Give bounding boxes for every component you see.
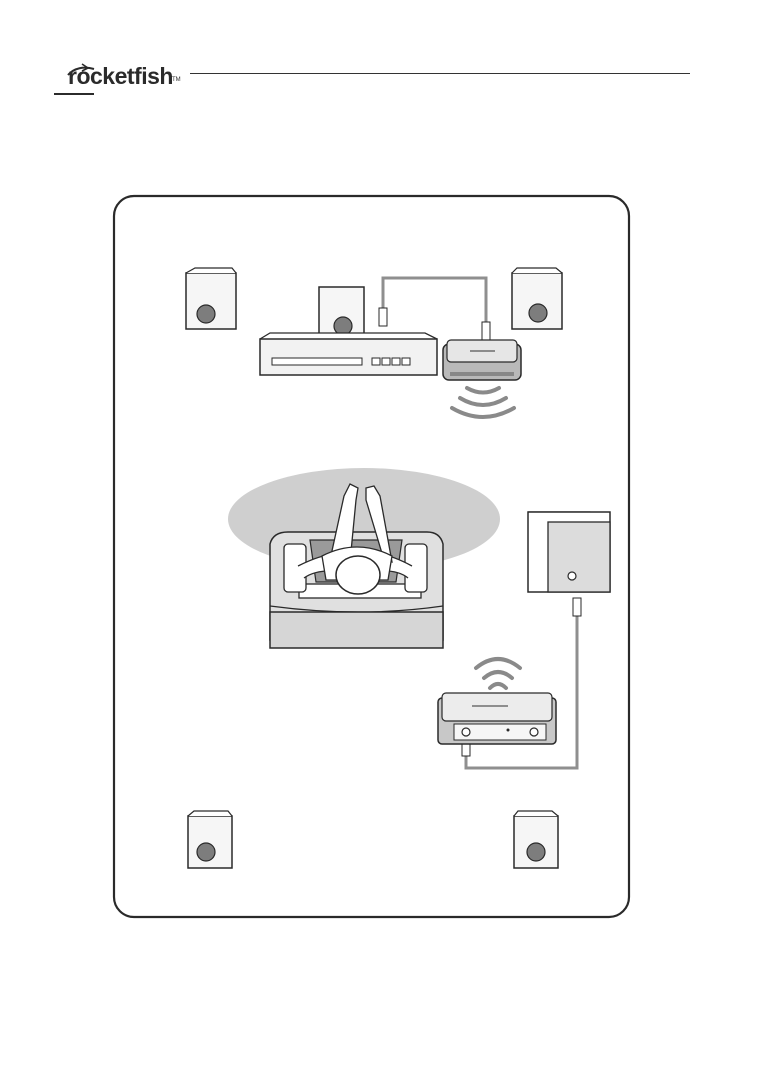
speaker-center <box>319 287 364 339</box>
speaker-rear-right <box>514 811 558 868</box>
speaker-cone <box>197 843 215 861</box>
transmitter-signal-waves <box>452 388 514 417</box>
rca-plug <box>482 322 490 340</box>
speaker-front-left <box>186 268 236 329</box>
speaker-rear-left <box>188 811 232 868</box>
speaker-front-right <box>512 268 562 329</box>
av-receiver <box>260 333 437 375</box>
receiver-signal-waves <box>476 659 520 688</box>
subwoofer-icon <box>528 512 610 592</box>
rca-plug <box>573 598 581 616</box>
speaker-cone <box>197 305 215 323</box>
transmitter-cable <box>383 278 486 332</box>
wireless-receiver-icon <box>438 693 556 744</box>
speaker-cone <box>527 843 545 861</box>
speaker-cone <box>334 317 352 335</box>
wireless-transmitter-icon <box>443 340 521 380</box>
speaker-cone <box>529 304 547 322</box>
rca-plug <box>379 308 387 326</box>
